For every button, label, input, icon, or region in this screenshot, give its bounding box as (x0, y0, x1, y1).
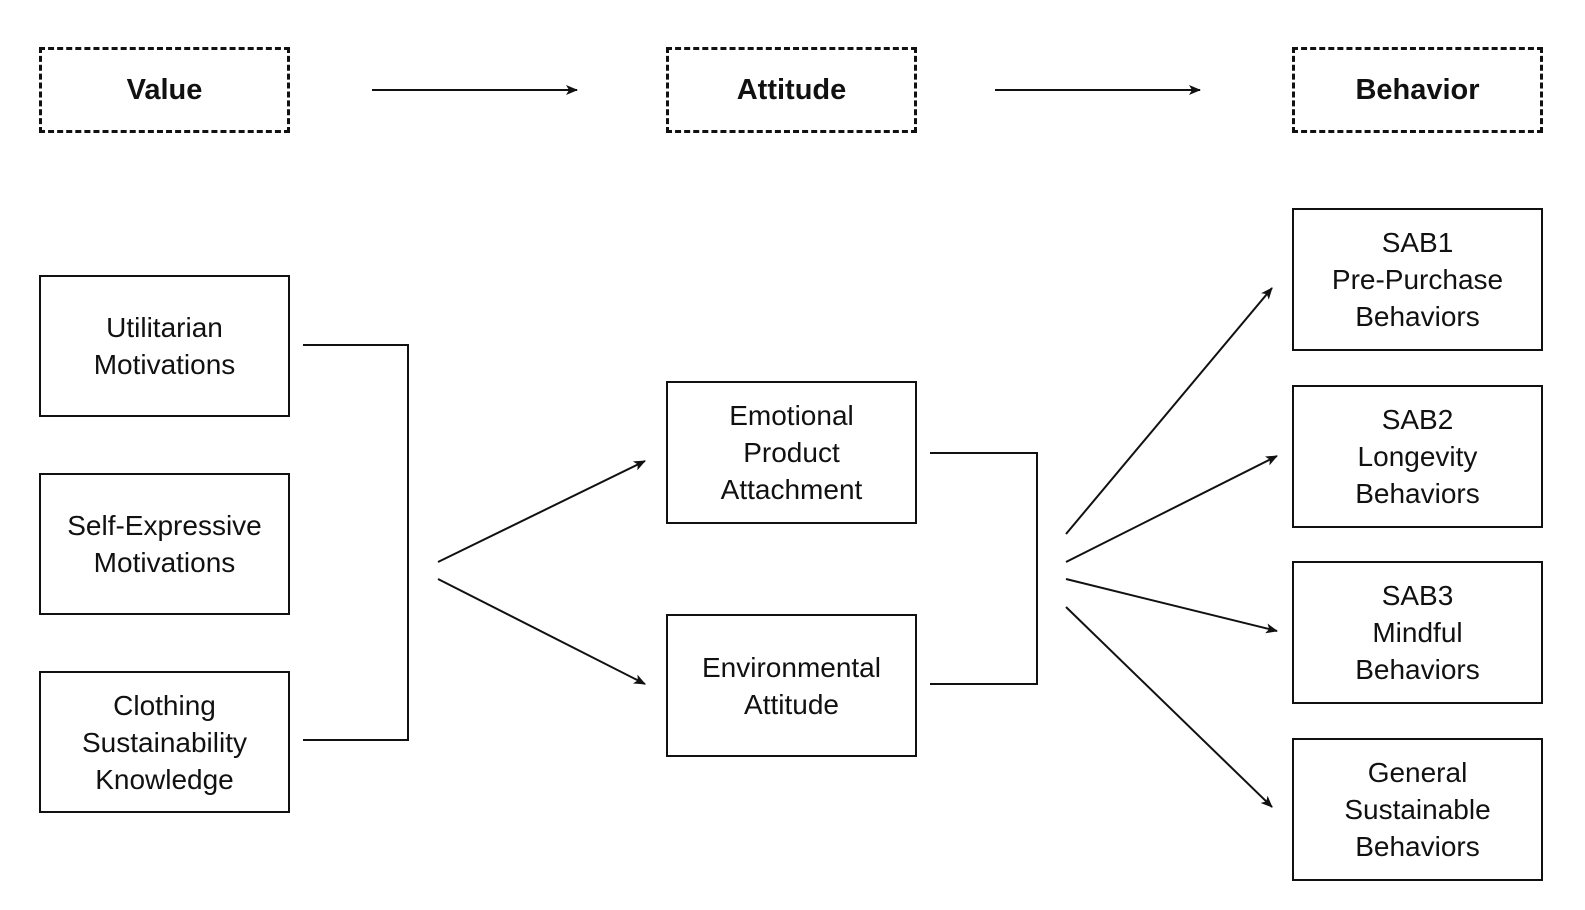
node-line: Behaviors (1355, 654, 1480, 685)
environmental-attitude-node: Environmental Attitude (666, 614, 917, 757)
behavior-header-label: Behavior (1355, 73, 1480, 106)
node-line: General (1367, 757, 1468, 788)
node-line: Product (743, 437, 840, 468)
node-line: Sustainable (1344, 794, 1491, 825)
node-line: Knowledge (95, 763, 234, 795)
node-line: Motivations (93, 547, 236, 578)
behavior-header: Behavior (1292, 47, 1543, 133)
emotional-product-attachment-node: Emotional Product Attachment (666, 381, 917, 524)
node-line: SAB2 (1381, 404, 1454, 435)
attitude-header: Attitude (666, 47, 917, 133)
value-bracket (303, 344, 409, 741)
node-line: Clothing (113, 689, 216, 721)
node-line: Environmental (702, 651, 881, 683)
node-line: Self-Expressive (67, 510, 262, 541)
clothing-sustainability-knowledge-node: Clothing Sustainability Knowledge (39, 671, 290, 813)
value-header-label: Value (126, 73, 203, 106)
arrow-to-environmental-attitude (437, 578, 646, 685)
sab2-longevity-behaviors-node: SAB2 Longevity Behaviors (1292, 385, 1543, 528)
general-sustainable-behaviors-node: General Sustainable Behaviors (1292, 738, 1543, 881)
node-line: SAB3 (1381, 580, 1454, 611)
node-line: Attachment (720, 474, 863, 505)
arrow-to-sab2 (1065, 455, 1278, 563)
node-line: Pre-Purchase (1331, 264, 1504, 295)
node-line: Attitude (744, 688, 839, 720)
node-line: Behaviors (1355, 301, 1480, 332)
arrow-to-sab1 (1065, 287, 1273, 535)
node-line: Longevity (1357, 441, 1478, 472)
self-expressive-motivations-node: Self-Expressive Motivations (39, 473, 290, 615)
node-line: Motivations (93, 349, 236, 380)
sab3-mindful-behaviors-node: SAB3 Mindful Behaviors (1292, 561, 1543, 704)
node-line: Emotional (729, 400, 854, 431)
arrow-to-general-behaviors (1065, 606, 1273, 808)
node-line: Behaviors (1355, 478, 1480, 509)
value-header: Value (39, 47, 290, 133)
utilitarian-motivations-node: Utilitarian Motivations (39, 275, 290, 417)
node-line: Sustainability (82, 726, 247, 758)
sab1-pre-purchase-behaviors-node: SAB1 Pre-Purchase Behaviors (1292, 208, 1543, 351)
attitude-bracket (930, 452, 1038, 685)
node-line: Mindful (1372, 617, 1463, 648)
node-line: SAB1 (1381, 227, 1454, 258)
attitude-header-label: Attitude (736, 73, 847, 106)
arrow-to-sab3 (1065, 578, 1278, 634)
arrow-to-emotional-attachment (437, 460, 646, 563)
node-line: Utilitarian (106, 312, 223, 343)
node-line: Behaviors (1355, 831, 1480, 862)
